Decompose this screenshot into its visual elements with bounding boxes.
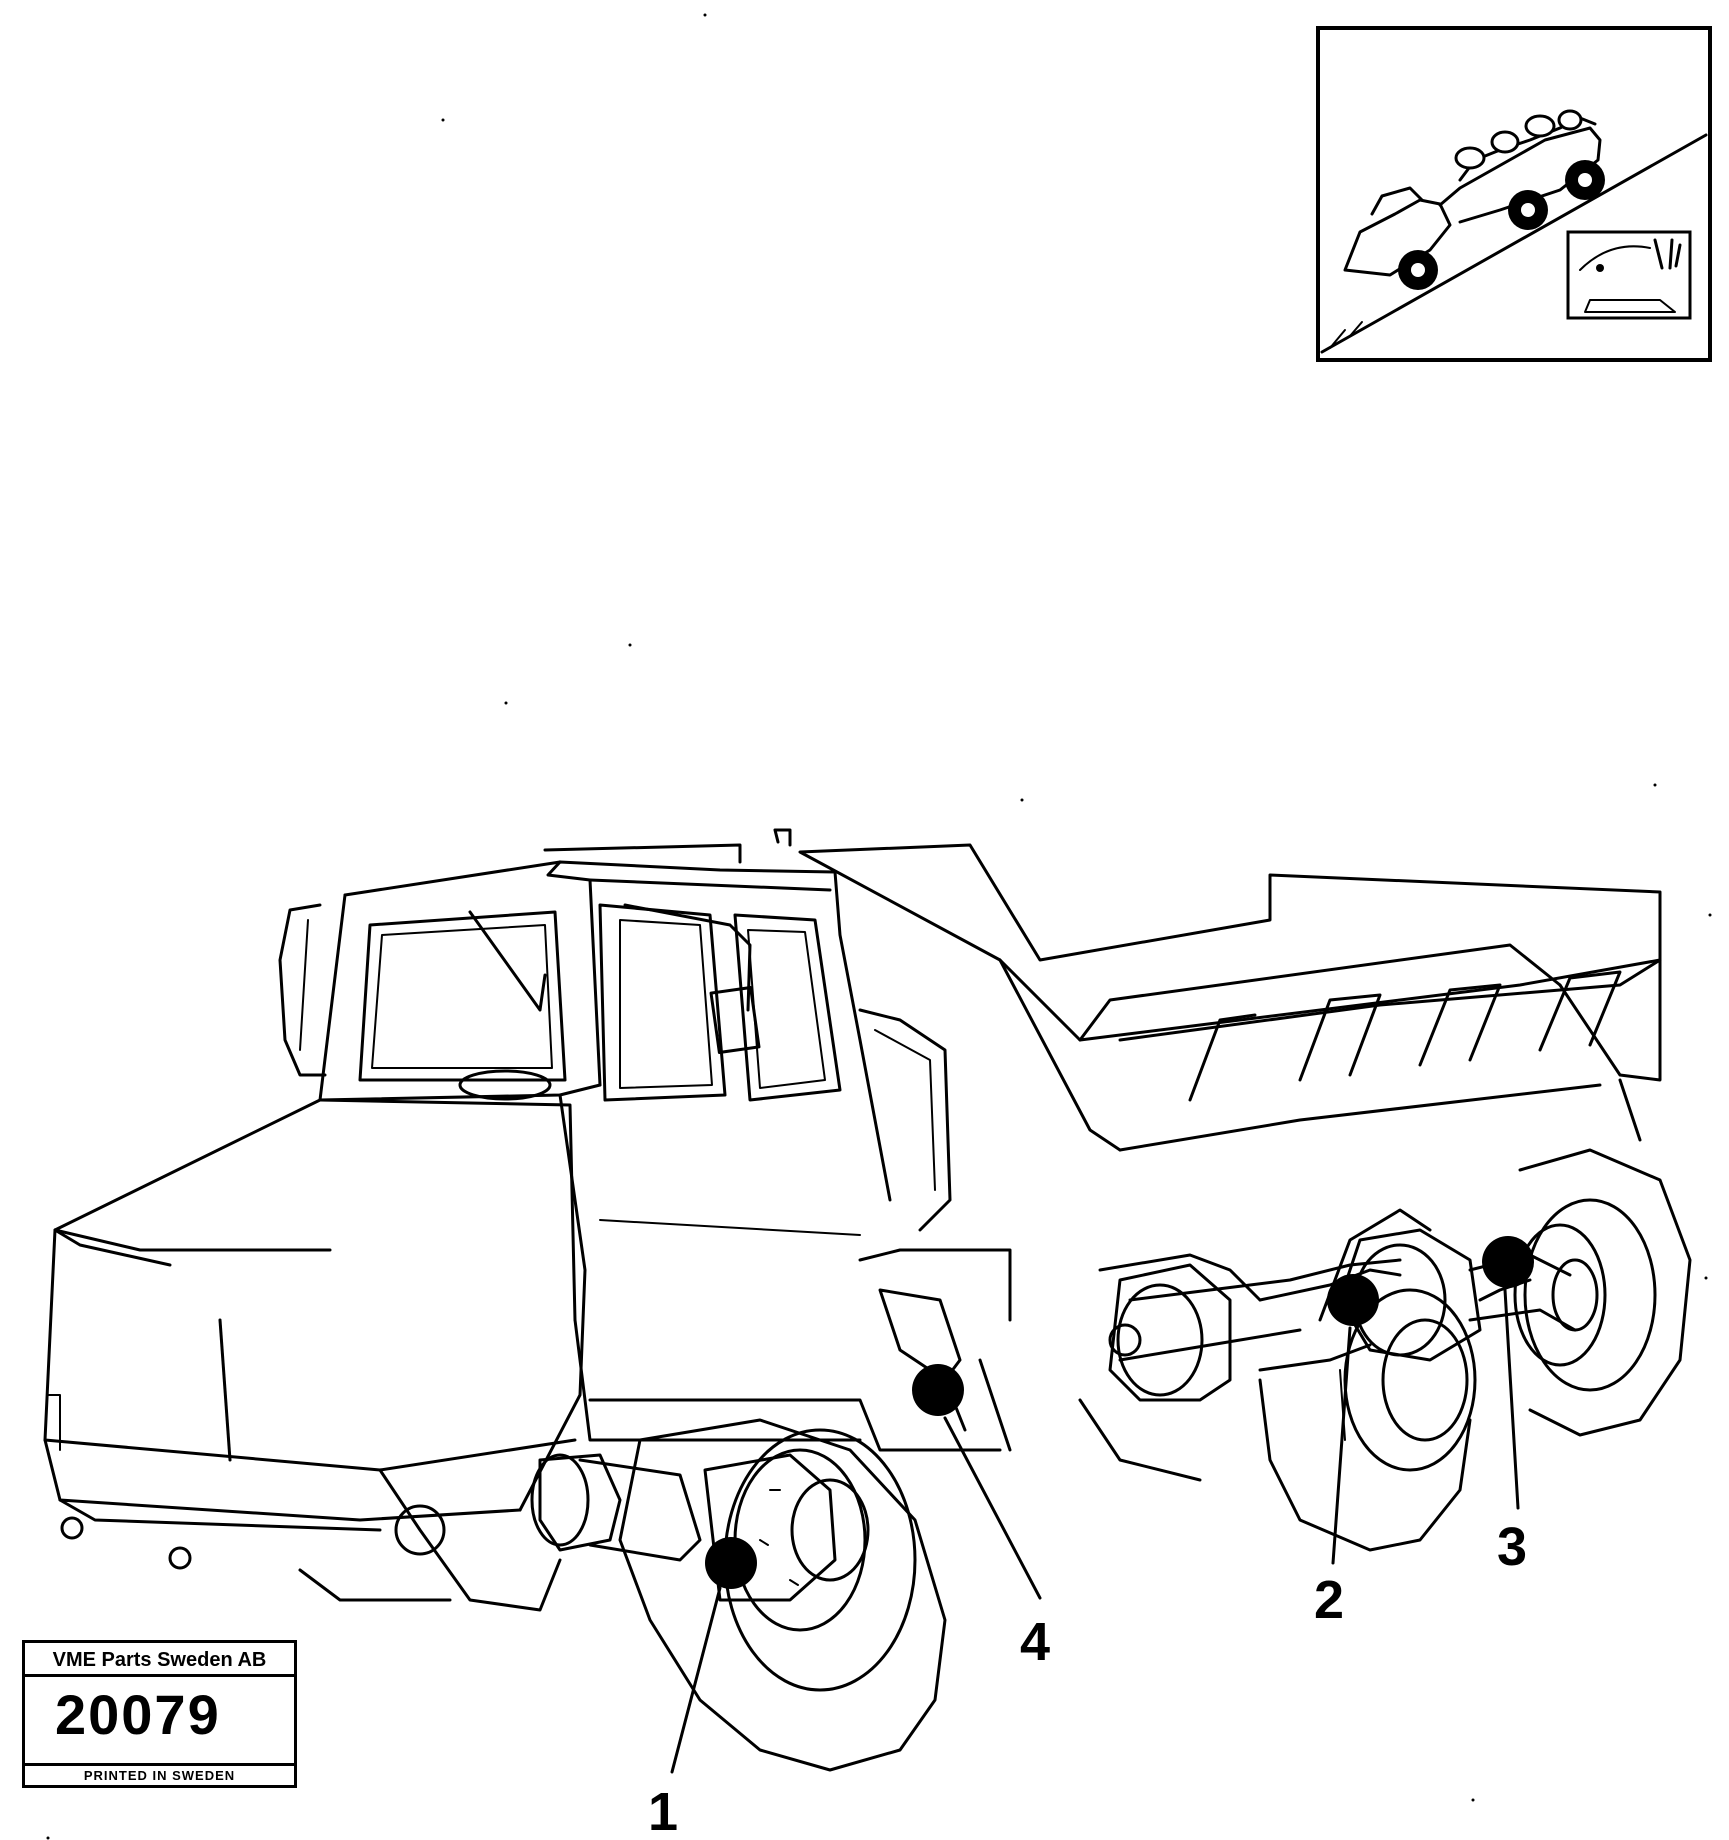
- leader-line-1: [670, 1586, 722, 1774]
- stamp-printed-in: PRINTED IN SWEDEN: [25, 1763, 294, 1785]
- stamp-company-name: VME Parts Sweden AB: [25, 1643, 294, 1677]
- scan-specks: [46, 13, 1712, 1840]
- dump-body: [798, 843, 1662, 1152]
- callout-3: 3: [1497, 1517, 1527, 1577]
- cab: [278, 828, 952, 1232]
- inset-thumbnail: [1316, 26, 1712, 362]
- callout-2: 2: [1314, 1570, 1344, 1630]
- rear-wheel-2: [1478, 1148, 1692, 1437]
- hood: [43, 1093, 861, 1570]
- callout-1: 1: [648, 1782, 678, 1840]
- inset-hauler-icon: [1343, 109, 1605, 290]
- leader-line-3: [1503, 1288, 1520, 1510]
- marker-dot-1: [705, 1537, 757, 1589]
- marker-dot-2: [1327, 1274, 1379, 1326]
- stamp-illustration-number: 20079: [55, 1683, 221, 1746]
- leader-line-2: [1331, 1326, 1352, 1565]
- callout-4: 4: [1020, 1612, 1050, 1672]
- leader-line-4: [943, 1416, 1042, 1600]
- front-chassis: [298, 1248, 1012, 1612]
- hauler-drawing: [43, 828, 1692, 1774]
- inset-gauge-icon: [1566, 230, 1692, 320]
- catalog-stamp: VME Parts Sweden AB 20079 PRINTED IN SWE…: [22, 1640, 297, 1788]
- marker-dot-3: [1482, 1236, 1534, 1288]
- marker-dot-4: [912, 1364, 964, 1416]
